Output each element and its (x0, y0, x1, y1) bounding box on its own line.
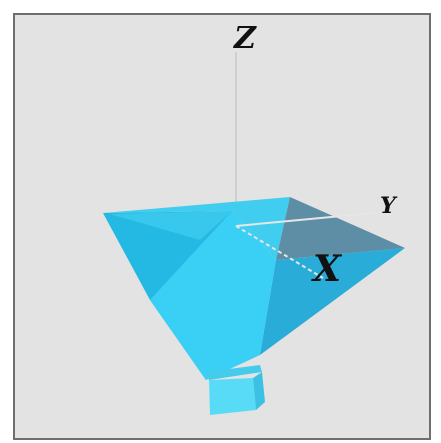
spout-side-face (253, 372, 265, 410)
hopper-front-face (150, 211, 276, 380)
y-axis-label: Y (380, 193, 398, 219)
y-axis-line (235, 212, 375, 227)
hopper-inner-shadow (276, 197, 405, 260)
hopper-top-opening (103, 197, 290, 260)
spout-front-face (209, 378, 256, 415)
spout-top-face (206, 365, 262, 380)
hopper-right-face (260, 248, 405, 355)
x-axis-label: X (311, 248, 343, 290)
hopper-top-highlight (110, 211, 232, 240)
x-axis-line (235, 225, 324, 279)
z-axis-label: Z (233, 21, 257, 56)
